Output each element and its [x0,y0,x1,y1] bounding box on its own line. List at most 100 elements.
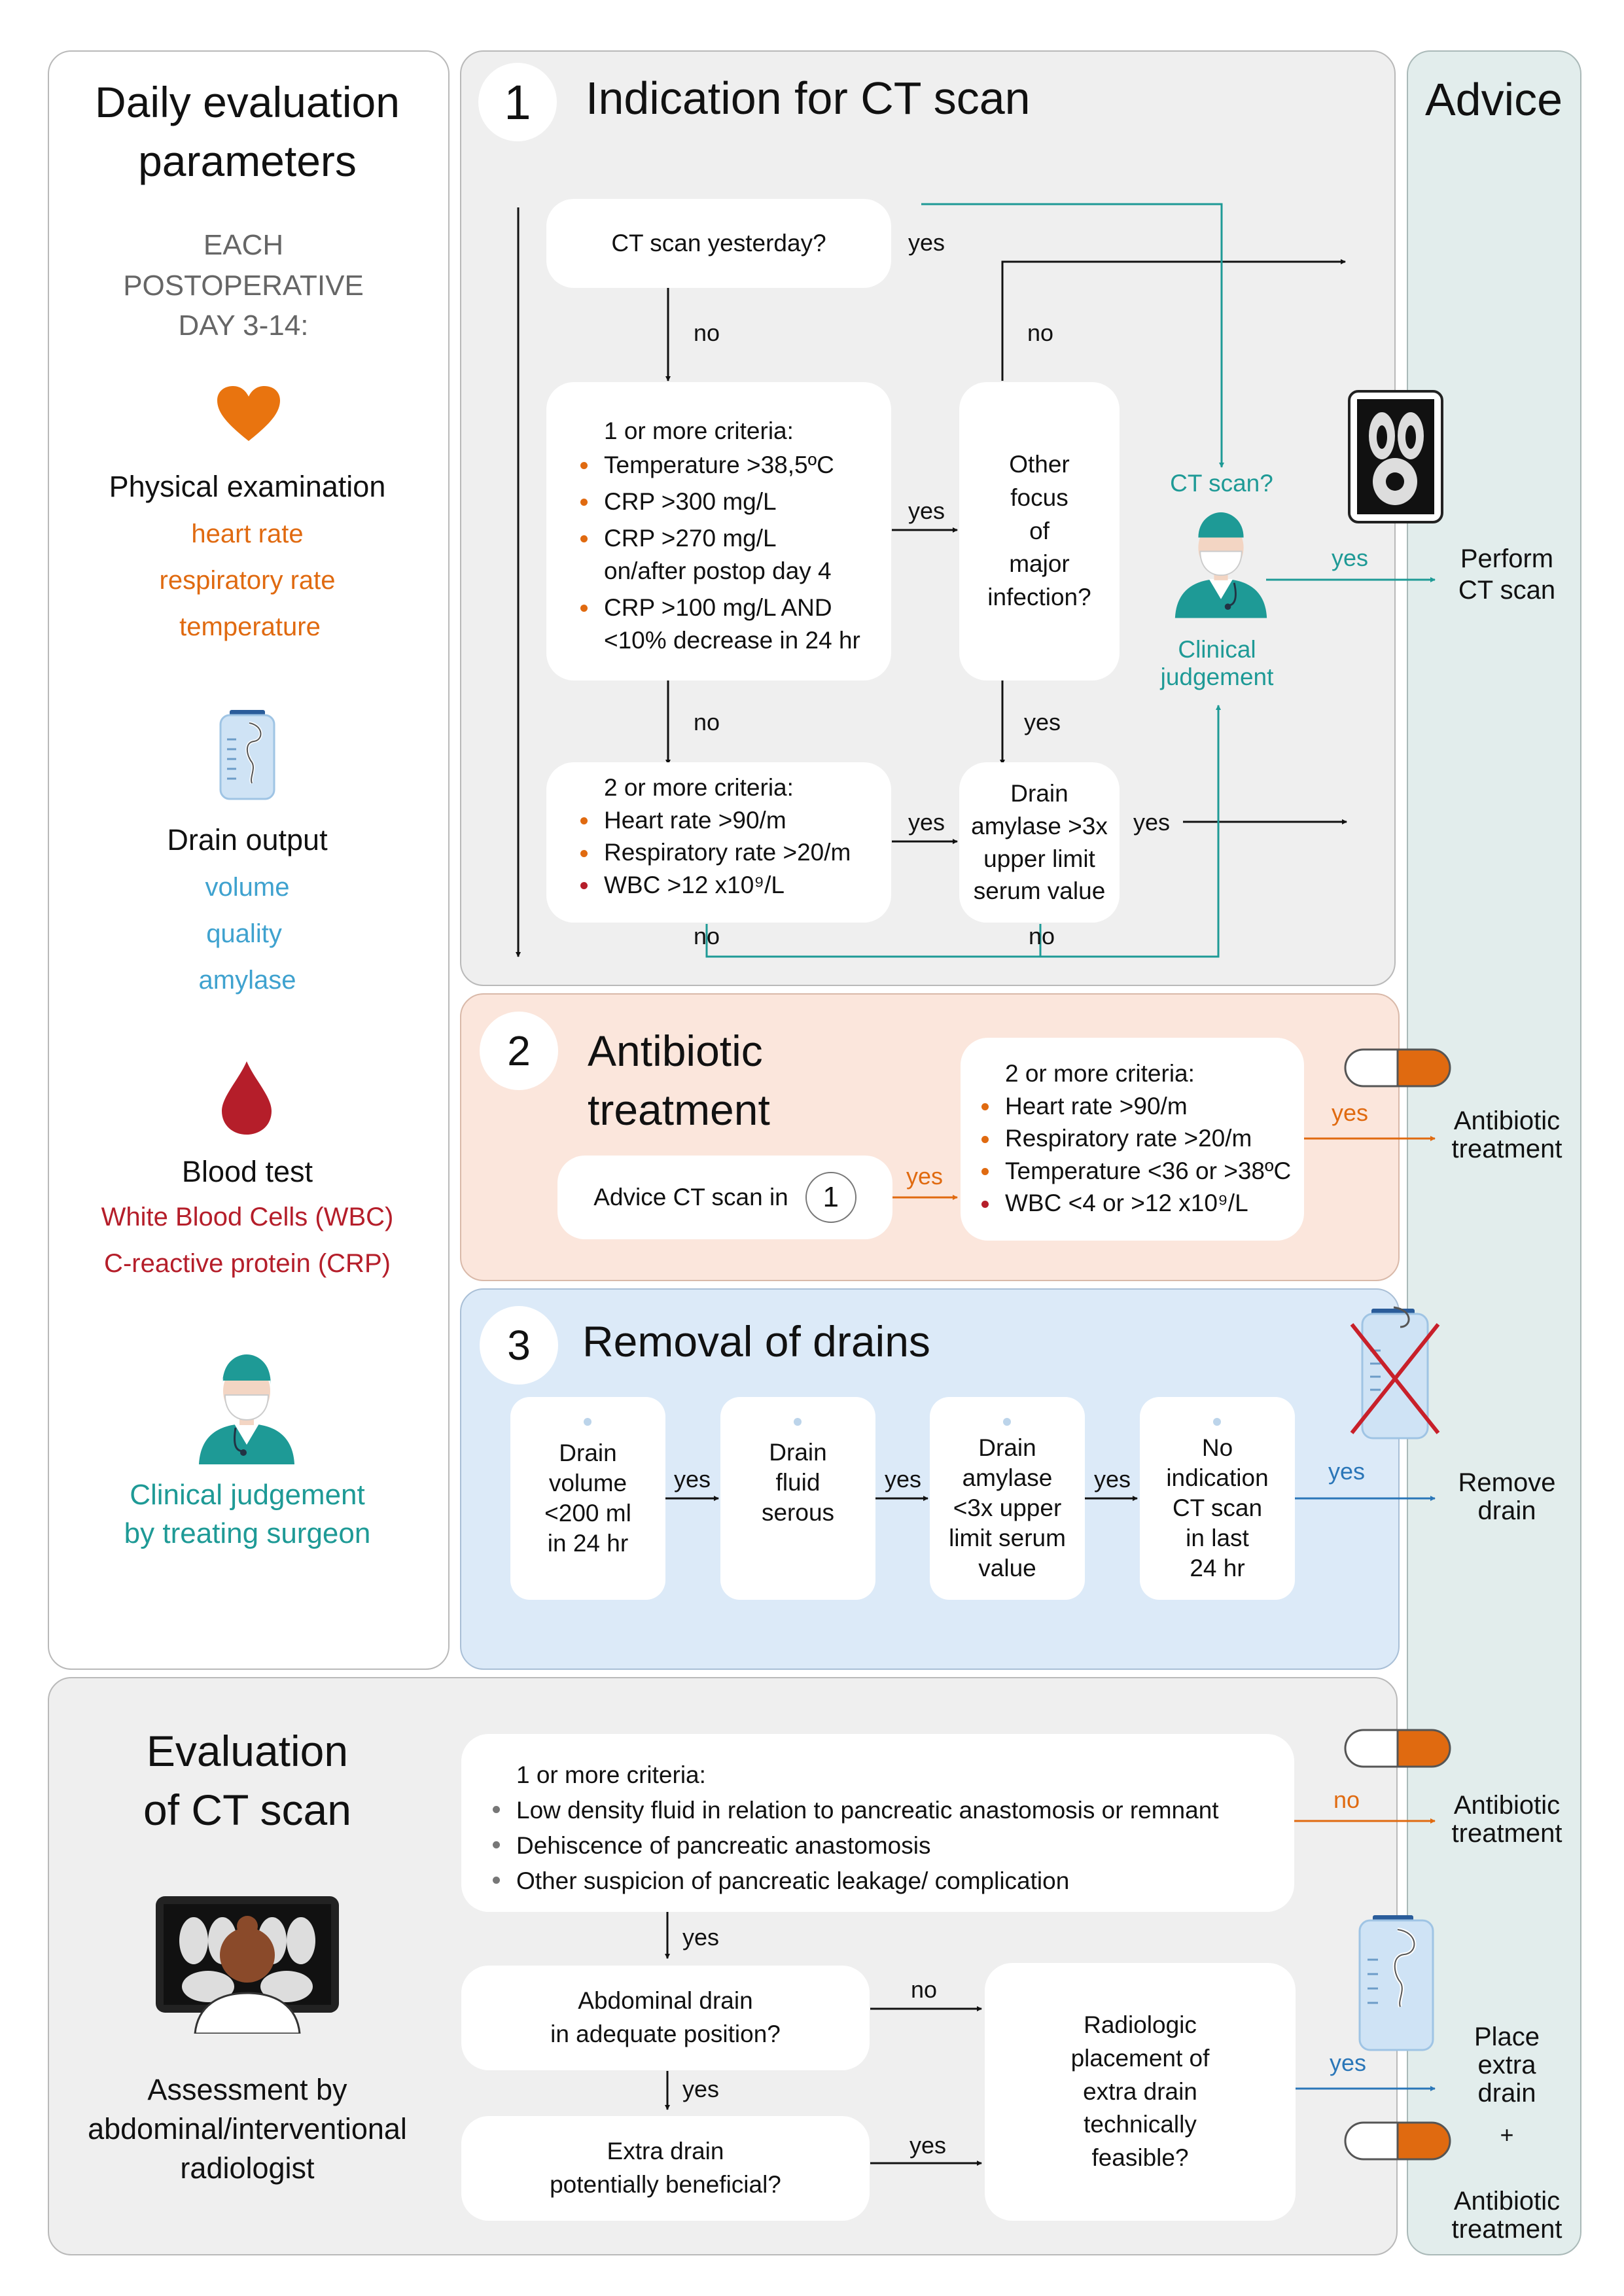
advice-antibiotic-3: Antibiotic treatment [1451,2187,1562,2244]
radiologic-placement-question: Radiologic placement of extra drain tech… [1070,2011,1210,2172]
removal-step-text: Drain amylase <3x upper limit serum valu… [949,1434,1066,1581]
ct-criteria-item: Dehiscence of pancreatic anastomosis [490,1828,1219,1863]
label-no: no [911,1976,938,2003]
ct-criteria-heading: 1 or more criteria: [516,1761,706,1788]
criteria2-item: WBC >12 x10⁹/L [578,869,851,902]
drain-position-question: Abdominal drain in adequate position? [550,1987,781,2047]
label-yes: yes [908,229,945,256]
label-yes: yes [1094,1466,1131,1492]
sepsis-criteria-item: Heart rate >90/m [979,1090,1291,1123]
advice-ct-box: Advice CT scan in 1 [557,1156,892,1239]
ct-evaluation-title: Evaluation of CT scan [143,1727,351,1834]
criteria2-item: Heart rate >90/m [578,804,851,837]
advice-title: Advice [1424,74,1563,125]
label-no: no [1333,1786,1360,1813]
criteria1-box: 1 or more criteria: Temperature >38,5ºC … [546,382,891,680]
removal-step-text: No indication CT scan in last 24 hr [1166,1434,1269,1581]
label-yes: yes [909,2132,947,2159]
section2-number: 2 [480,1012,558,1090]
criteria1-item: Temperature >38,5ºC [578,449,860,482]
label-yes: yes [1332,1099,1369,1126]
label-yes: yes [1024,709,1061,735]
label-yes: yes [1332,544,1369,571]
ct-yesterday-box: CT scan yesterday? [546,199,891,288]
removal-step-text: Drain volume <200 ml in 24 hr [544,1439,631,1557]
clinical-judgement-label: Clinical judgement [1160,636,1274,690]
label-yes: yes [885,1466,922,1492]
label-yes: yes [906,1163,944,1190]
ct-criteria-item: Low density fluid in relation to pancrea… [490,1793,1219,1828]
label-yes: yes [1328,1458,1366,1485]
advice-perform-ct: Perform CT scan [1458,544,1556,605]
drain-item-quality: quality [206,919,282,948]
ct-yesterday-question: CT scan yesterday? [611,230,826,256]
advice-antibiotic-2: Antibiotic treatment [1451,1791,1562,1848]
daily-evaluation-title: Daily evaluation parameters [95,78,400,185]
physical-item-heart-rate: heart rate [191,520,304,548]
criteria1-item: CRP >300 mg/L [578,486,860,518]
label-yes: yes [1330,2049,1367,2076]
label-no: no [694,319,720,346]
label-yes: yes [908,497,945,524]
removal-step-box: Drain volume <200 ml in 24 hr [510,1397,665,1600]
criteria2-item: Respiratory rate >20/m [578,836,851,869]
ct-criteria-box: 1 or more criteria: Low density fluid in… [461,1734,1294,1912]
removal-step-box: Drain amylase <3x upper limit serum valu… [930,1397,1085,1600]
sepsis-criteria-box: 2 or more criteria: Heart rate >90/m Res… [961,1038,1304,1241]
antibiotic-pill-icon-3 [1344,2121,1451,2161]
label-no: no [694,923,720,949]
drain-bag-icon [219,710,275,800]
physical-examination-title: Physical examination [109,470,386,503]
section1-number: 1 [478,63,557,141]
drain-item-amylase: amylase [198,966,296,995]
criteria1-item: CRP >100 mg/L AND <10% decrease in 24 hr [578,592,860,657]
ct-scan-question: CT scan? [1170,470,1273,497]
drain-amylase-question: Drain amylase >3x upper limit serum valu… [971,780,1108,905]
antibiotic-pill-icon-2 [1344,1729,1451,1768]
label-no: no [694,709,720,735]
removal-step-text: Drain fluid serous [761,1439,835,1526]
label-yes: yes [682,1924,720,1951]
ct-tablet-icon [1348,390,1443,523]
radiologist-icon [156,1896,339,2034]
section3-number: 3 [480,1306,558,1385]
surgeon-icon [199,1354,294,1464]
crossed-drain-icon [1350,1306,1440,1439]
removal-step-box: No indication CT scan in last 24 hr [1140,1397,1295,1600]
antibiotic-pill-icon-1 [1344,1048,1451,1087]
ct-criteria-item: Other suspicion of pancreatic leakage/ c… [490,1863,1219,1899]
criteria1-item: CRP >270 mg/L on/after postop day 4 [578,522,860,588]
section3-title: Removal of drains [582,1317,930,1366]
section1-title: Indication for CT scan [586,73,1031,124]
surgeon-judgement-text: Clinical judgement by treating surgeon [124,1479,371,1550]
criteria1-heading: 1 or more criteria: [604,417,794,444]
physical-item-temperature: temperature [179,612,321,641]
label-yes: yes [908,809,945,836]
advice-plus: + [1500,2121,1514,2148]
radiologist-assessment-text: Assessment by abdominal/interventional r… [88,2073,407,2185]
criteria2-heading: 2 or more criteria: [604,774,794,801]
other-focus-question: Other focus of major infection? [987,451,1091,611]
sepsis-criteria-item: Respiratory rate >20/m [979,1122,1291,1155]
blood-test-title: Blood test [181,1155,313,1188]
extra-drain-icon [1358,1915,1434,2051]
radiologic-placement-box: Radiologic placement of extra drain tech… [985,1963,1296,2221]
advice-antibiotic-1: Antibiotic treatment [1451,1106,1562,1163]
section2-title: Antibiotic treatment [588,1027,770,1134]
heart-icon [217,386,280,441]
drain-position-box: Abdominal drain in adequate position? [461,1966,870,2070]
drain-amylase-box: Drain amylase >3x upper limit serum valu… [959,762,1120,923]
advice-ct-ref-circle: 1 [805,1172,856,1223]
label-no: no [1029,923,1055,949]
postoperative-days: EACH POSTOPERATIVE DAY 3-14: [123,229,364,342]
physical-item-respiratory-rate: respiratory rate [159,566,336,595]
label-no: no [1027,319,1054,346]
sepsis-criteria-heading: 2 or more criteria: [1005,1060,1195,1087]
clinician-icon [1174,512,1267,618]
label-yes: yes [1133,809,1171,836]
other-focus-box: Other focus of major infection? [959,382,1120,680]
sepsis-criteria-item: WBC <4 or >12 x10⁹/L [979,1187,1291,1220]
label-yes: yes [682,2075,720,2102]
advice-remove-drain: Remove drain [1458,1468,1556,1525]
extra-drain-question: Extra drain potentially beneficial? [550,2138,781,2198]
